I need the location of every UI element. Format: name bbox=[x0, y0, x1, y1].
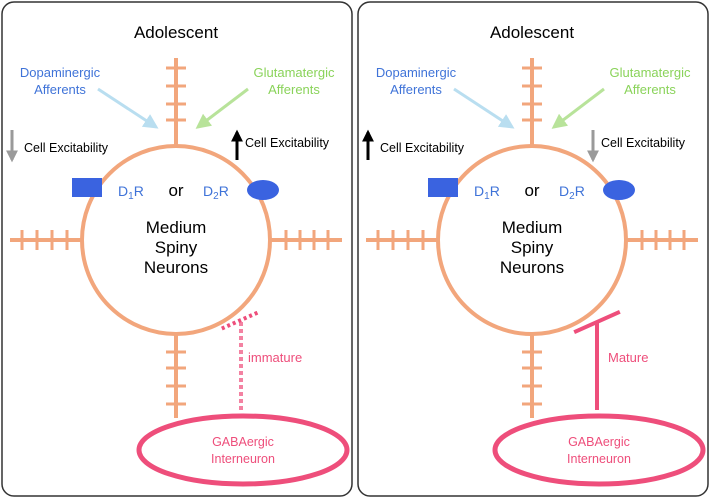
d1-receptor-label: D1R bbox=[118, 183, 144, 202]
d1-receptor-label: D1R bbox=[474, 183, 500, 202]
glutamatergic-arrow bbox=[551, 87, 605, 129]
dopaminergic-label: Afferents bbox=[34, 82, 86, 97]
neuron-label: Medium bbox=[146, 218, 206, 237]
glutamatergic-label: Afferents bbox=[624, 82, 676, 97]
glutamatergic-label: Glutamatergic bbox=[254, 65, 335, 80]
gabaergic-terminal bbox=[221, 309, 261, 331]
panel-title: Adolescent bbox=[490, 23, 574, 42]
interneuron-label: GABAergic bbox=[212, 435, 274, 449]
excitability-label: Cell Excitability bbox=[601, 136, 686, 150]
interneuron-label: Interneuron bbox=[211, 452, 275, 466]
glutamatergic-arrow bbox=[195, 87, 249, 129]
d2-receptor-icon bbox=[247, 180, 279, 200]
d2-receptor-label: D2R bbox=[559, 183, 585, 202]
dopaminergic-label: Dopaminergic bbox=[376, 65, 457, 80]
d1-receptor-icon bbox=[72, 178, 102, 197]
neuron-label: Neurons bbox=[144, 258, 208, 277]
d2-receptor-label: D2R bbox=[203, 183, 229, 202]
d1-receptor-icon bbox=[428, 178, 458, 197]
interneuron-label: GABAergic bbox=[568, 435, 630, 449]
glutamatergic-label: Afferents bbox=[268, 82, 320, 97]
gabaergic-interneuron bbox=[136, 413, 350, 487]
gabaergic-terminal bbox=[573, 310, 621, 334]
synapse-label: Mature bbox=[608, 350, 648, 365]
neuron-label: Neurons bbox=[500, 258, 564, 277]
receptor-or-label: or bbox=[524, 181, 539, 200]
neuron-label: Medium bbox=[502, 218, 562, 237]
gabaergic-interneuron bbox=[492, 413, 706, 487]
neuron-label: Spiny bbox=[155, 238, 198, 257]
d2-receptor-icon bbox=[603, 180, 635, 200]
neuron-label: Spiny bbox=[511, 238, 554, 257]
interneuron-label: Interneuron bbox=[567, 452, 631, 466]
dopaminergic-arrow bbox=[453, 87, 515, 129]
excitability-label: Cell Excitability bbox=[245, 136, 330, 150]
excitability-label: Cell Excitability bbox=[24, 141, 109, 155]
glutamatergic-label: Glutamatergic bbox=[610, 65, 691, 80]
receptor-or-label: or bbox=[168, 181, 183, 200]
panel-title: Adolescent bbox=[134, 23, 218, 42]
excitability-label: Cell Excitability bbox=[380, 141, 465, 155]
dopaminergic-label: Dopaminergic bbox=[20, 65, 101, 80]
synapse-label: immature bbox=[248, 350, 302, 365]
dopaminergic-arrow bbox=[97, 87, 159, 129]
dopaminergic-label: Afferents bbox=[390, 82, 442, 97]
